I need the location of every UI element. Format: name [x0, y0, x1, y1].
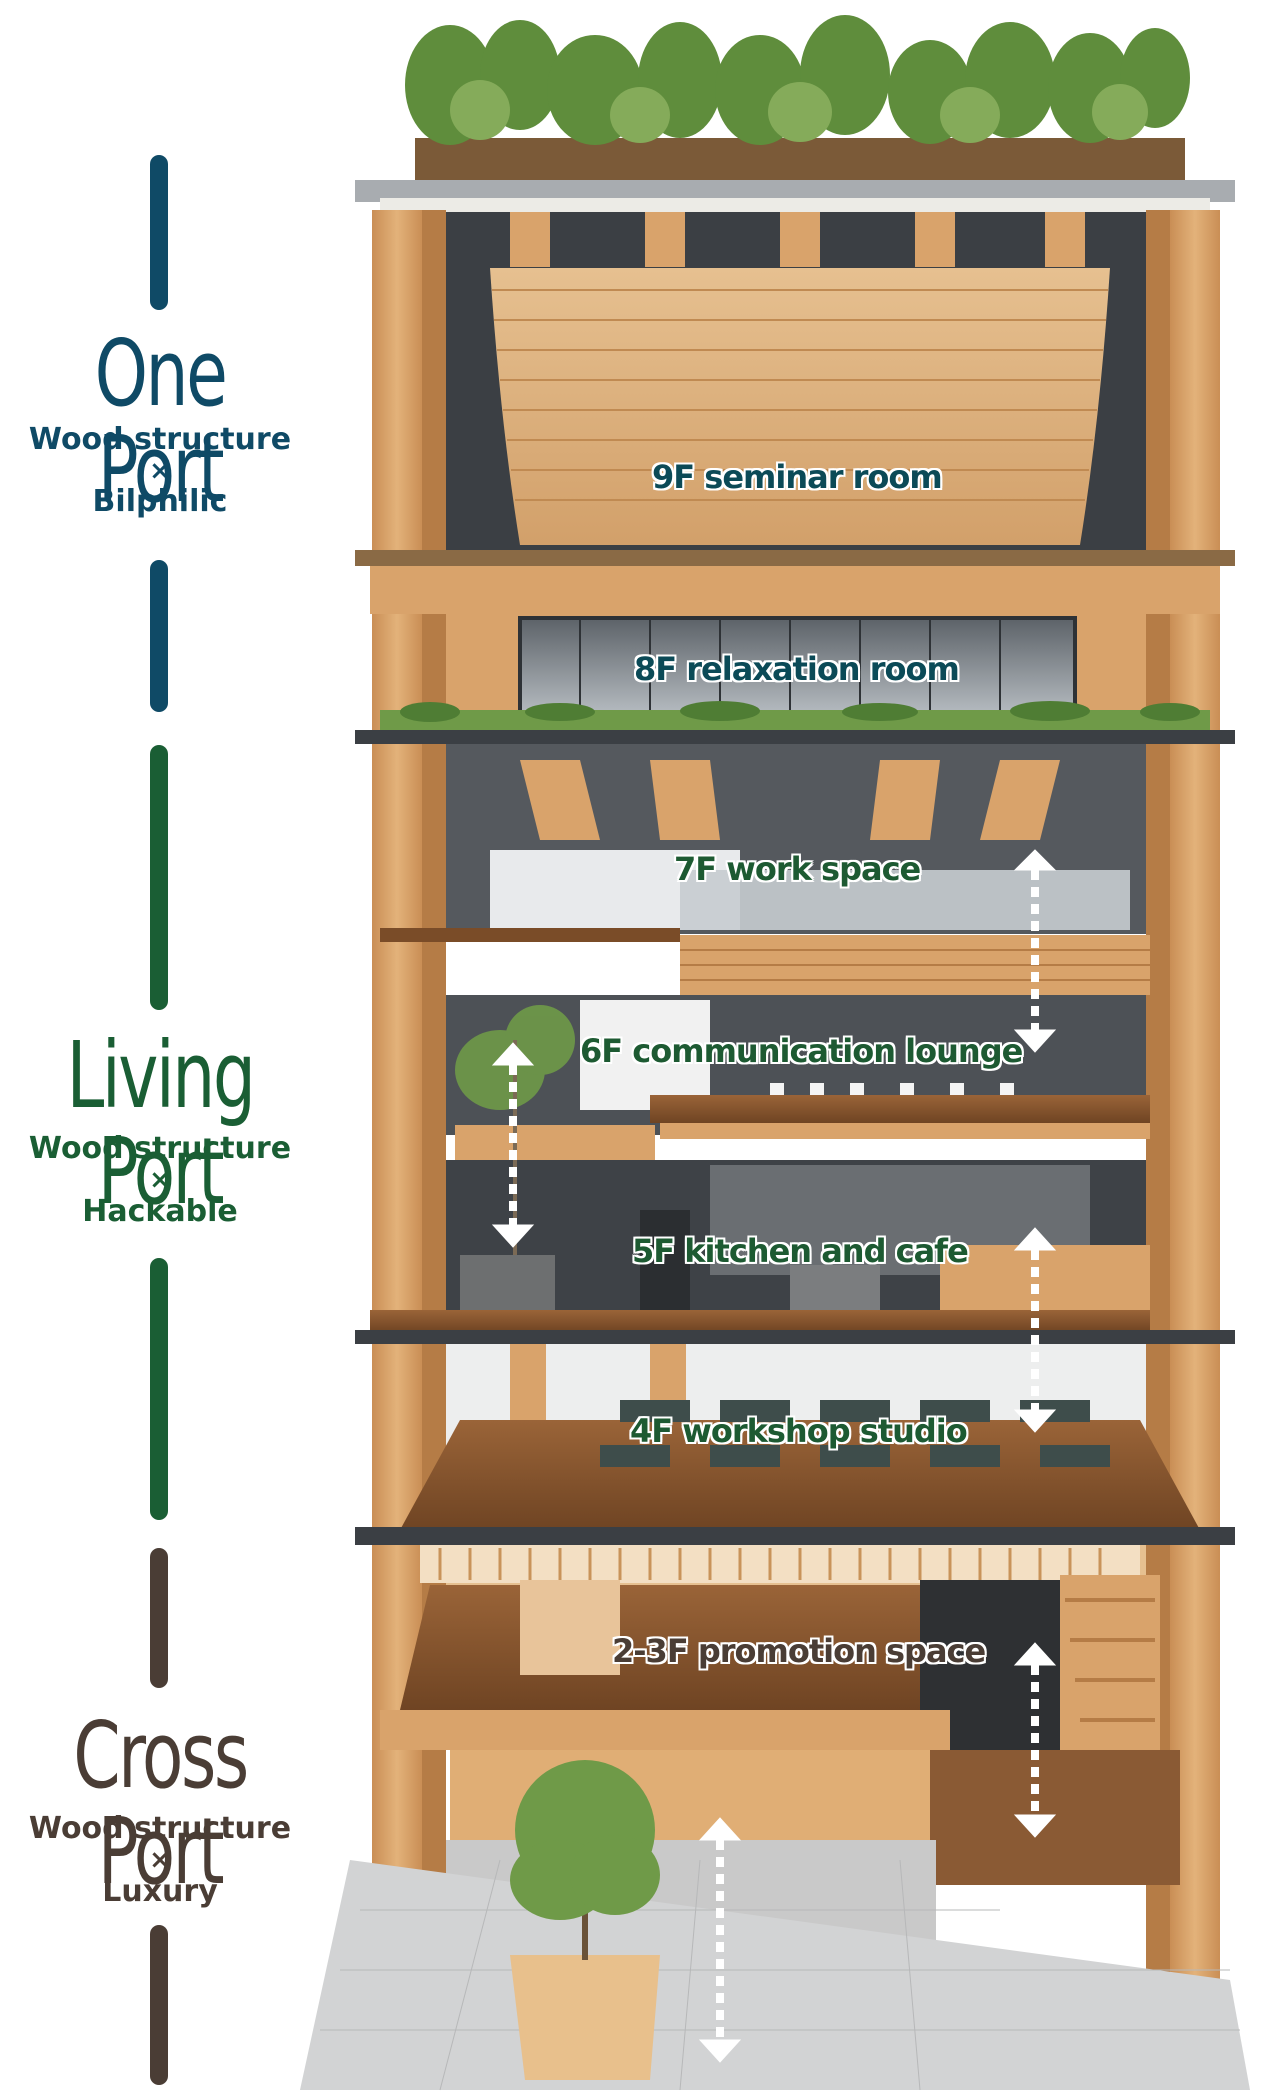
floor-2-3-section [380, 1545, 1180, 1885]
living-port-bar-top [150, 745, 168, 1010]
floor-label-9f: 9F seminar room [652, 458, 943, 496]
right-outer-column [1170, 210, 1220, 2030]
ground-floor-plaza [300, 1760, 1250, 2091]
arrow-5f-4f [1013, 1227, 1057, 1433]
arrow-3f-2f [1013, 1642, 1057, 1838]
floor-label-6f: 6F communication lounge [580, 1032, 1023, 1070]
one-port-bar-bottom [150, 560, 168, 712]
one-port-title: One Port [94, 320, 228, 523]
floor-label-8f: 8F relaxation room [634, 650, 960, 688]
arrow-7f-6f [1013, 849, 1057, 1053]
one-port-cross: × [149, 456, 171, 486]
floor-label-2-3f: 2-3F promotion space [612, 1632, 986, 1670]
floor-6-section [446, 995, 1150, 1165]
floor-label-5f: 5F kitchen and cafe [632, 1232, 969, 1270]
floor-4-section [355, 1344, 1235, 1545]
cross-port-bar-top [150, 1548, 168, 1688]
one-port-bar-top [150, 155, 168, 310]
living-port-line1: Wood structure [28, 1131, 292, 1166]
floor-label-4f: 4F workshop studio [630, 1412, 968, 1450]
living-port-line2: Hackable [82, 1194, 238, 1229]
floor-7-section [380, 744, 1150, 995]
floor-5-section [370, 1040, 1150, 1332]
living-port-bar-bottom [150, 1258, 168, 1520]
cross-port-line1: Wood structure [28, 1811, 292, 1846]
one-port-line1: Wood structure [28, 422, 292, 457]
floor-9-section [446, 212, 1146, 552]
cross-port-cross: × [149, 1845, 171, 1875]
arrow-6f-5f [491, 1042, 535, 1248]
floor-8-section [380, 614, 1210, 730]
roof-parapet [355, 180, 1235, 202]
left-outer-column [372, 210, 422, 2090]
cross-port-line2: Luxury [102, 1874, 218, 1909]
roof-garden [405, 15, 1190, 180]
cross-port-bar-bottom [150, 1925, 168, 2085]
floor-label-7f: 7F work space [674, 850, 921, 888]
planter-box [415, 138, 1185, 180]
cross-port-title: Cross Port [73, 1702, 249, 1905]
vertical-circulation-arrows [491, 849, 1057, 2063]
arrow-2f-1f [698, 1817, 742, 2063]
living-port-title: Living Port [66, 1022, 255, 1225]
tree-planter [510, 1955, 660, 2080]
living-port-cross: × [149, 1165, 171, 1195]
one-port-line2: Bilphilic [92, 484, 228, 519]
